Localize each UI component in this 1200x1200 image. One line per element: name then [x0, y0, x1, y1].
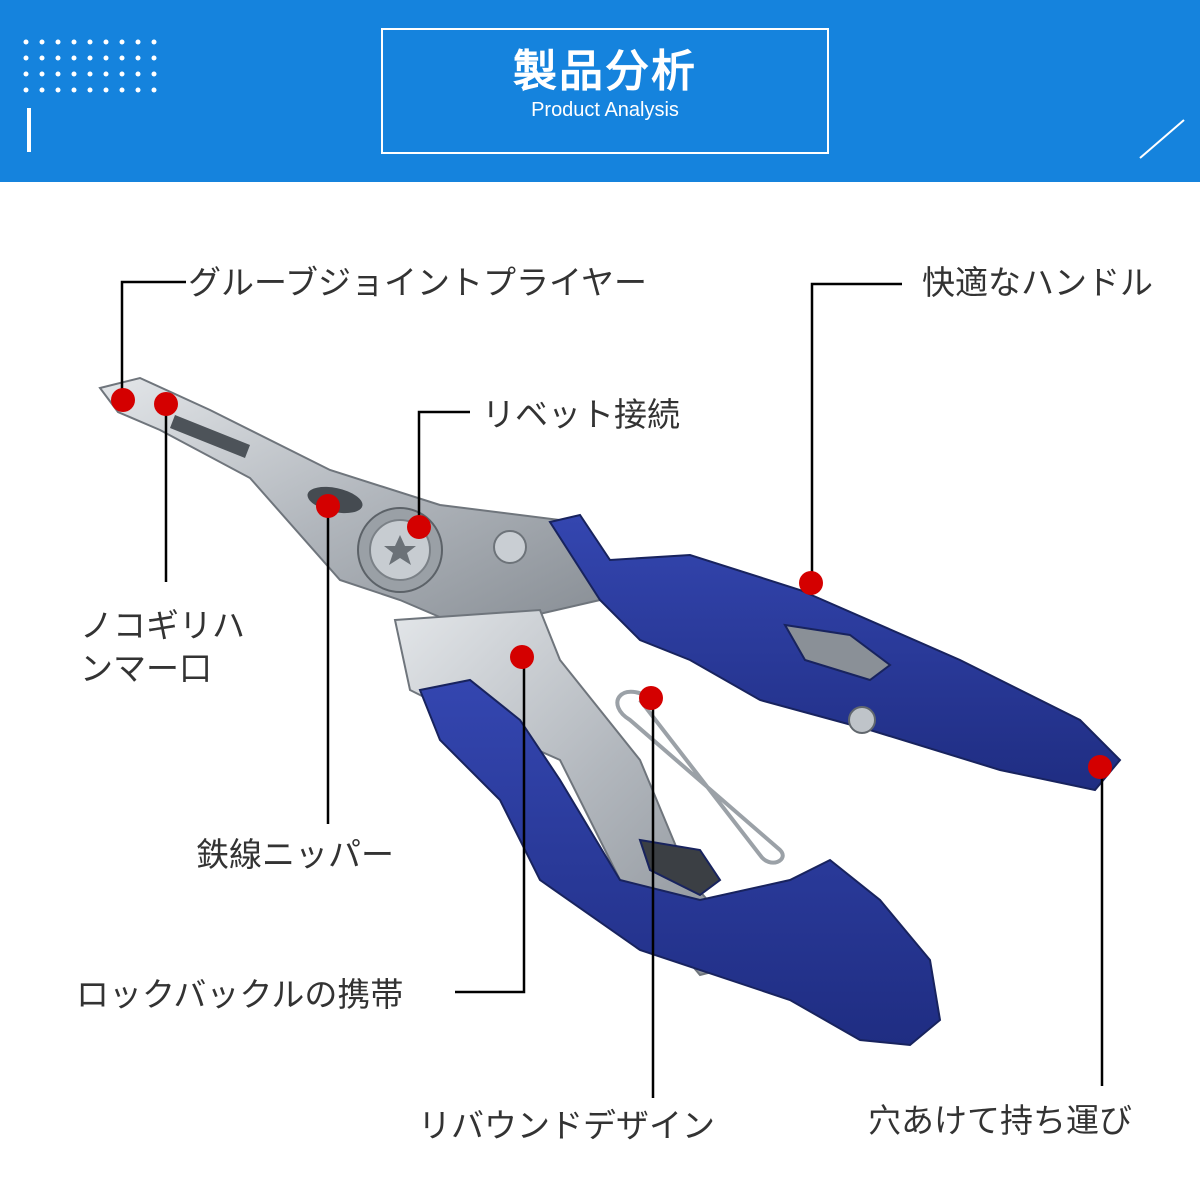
marker-lock-buckle	[510, 645, 534, 669]
leader-lock-buckle	[455, 660, 526, 994]
dot-grid-decoration	[23, 39, 157, 93]
marker-rivet	[407, 515, 431, 539]
label-rivet: リベット接続	[482, 395, 680, 434]
leader-groove-joint	[120, 280, 186, 400]
page-subtitle: Product Analysis	[531, 99, 679, 121]
lower-handle-window	[638, 838, 722, 897]
label-groove-joint: グルーブジョイントプライヤー	[188, 263, 648, 302]
label-lock-buckle: ロックバックルの携帯	[76, 975, 404, 1014]
jaw-slot	[170, 415, 250, 458]
marker-groove-joint	[111, 388, 135, 412]
label-rebound: リバウンドデザイン	[418, 1106, 715, 1145]
title-box: 製品分析 Product Analysis	[381, 28, 829, 154]
label-saw-hammer-line1: ノコギリハ	[80, 606, 245, 645]
lock-buckle-pin	[848, 706, 876, 734]
rivet-star	[384, 535, 416, 565]
leader-rivet	[417, 410, 470, 527]
label-wire-cutter: 鉄線ニッパー	[196, 835, 394, 874]
leader-handle	[810, 282, 902, 582]
label-saw-hammer-line2: ンマー口	[80, 649, 212, 688]
marker-rebound	[639, 686, 663, 710]
vertical-bar-decoration	[27, 108, 31, 152]
marker-wire-cutter	[316, 494, 340, 518]
marker-saw-hammer	[154, 392, 178, 416]
upper-handle-window	[783, 623, 892, 682]
label-handle: 快適なハンドル	[922, 263, 1153, 302]
marker-hole	[1088, 755, 1112, 779]
slash-decoration	[1139, 119, 1185, 159]
stop-pin	[493, 530, 527, 564]
label-hole: 穴あけて持ち運び	[868, 1101, 1132, 1140]
rebound-spring	[615, 689, 785, 865]
header-banner: 製品分析 Product Analysis	[0, 0, 1200, 182]
lower-handle	[418, 678, 942, 1047]
marker-handle	[799, 571, 823, 595]
page-title: 製品分析	[513, 46, 697, 97]
